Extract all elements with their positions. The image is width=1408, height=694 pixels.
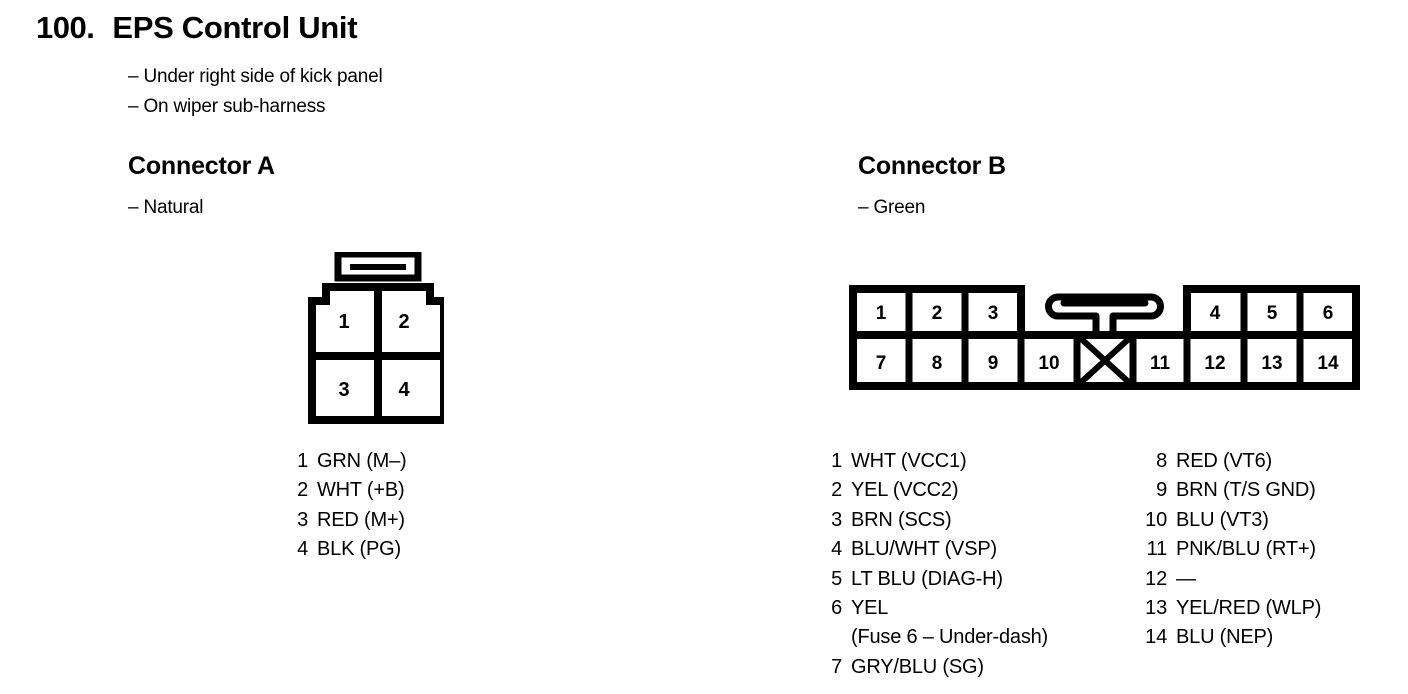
connector-a-cavity-2: 2 <box>398 311 409 333</box>
pin-label: BLU/WHT (VSP) <box>851 538 997 561</box>
pin-label: GRN (M–) <box>317 450 407 472</box>
pin-number: 6 <box>831 597 842 620</box>
connector-b-cavity-11: 11 <box>1150 353 1171 374</box>
pin-number: 10 <box>1145 508 1167 531</box>
connector-b-cavity-9: 9 <box>988 353 999 374</box>
connector-a-pin-list: 1 GRN (M–) 2 WHT (+B) 3 RED (M+) 4 BLK (… <box>296 447 407 565</box>
connector-b-heading: Connector B <box>858 152 1006 180</box>
pin-label-continuation: (Fuse 6 – Under-dash) <box>851 626 1049 649</box>
pin-number: 4 <box>831 538 842 561</box>
pin-label: — <box>1176 567 1196 590</box>
connector-b-cavity-3: 3 <box>988 303 999 324</box>
pin-row: 7 GRY/BLU (SG) <box>830 653 1048 682</box>
pin-label: WHT (+B) <box>317 479 405 502</box>
connector-b-cavity-12: 12 <box>1204 353 1225 374</box>
pin-row: 6 YEL <box>830 594 1048 623</box>
pin-number: 14 <box>1145 626 1167 649</box>
connector-b-cavity-6: 6 <box>1323 303 1334 324</box>
pin-label: RED (M+) <box>317 508 405 531</box>
pin-number: 13 <box>1145 597 1167 620</box>
pin-label: BRN (SCS) <box>851 508 952 531</box>
page-note-1: – Under right side of kick panel <box>128 66 383 87</box>
page-title-text: EPS Control Unit <box>112 10 358 45</box>
connector-b-cavity-2: 2 <box>932 303 943 324</box>
pin-number: 5 <box>831 567 842 590</box>
pin-row: 3 RED (M+) <box>296 506 407 535</box>
connector-a-cavity-4: 4 <box>398 379 410 401</box>
connector-b-cavity-7: 7 <box>876 353 887 374</box>
pin-number: 2 <box>831 479 842 502</box>
page-title: 100. EPS Control Unit <box>36 10 358 46</box>
pin-row: 13 YEL/RED (WLP) <box>1141 594 1321 623</box>
pin-row: 4 BLU/WHT (VSP) <box>830 535 1048 564</box>
connector-a-cavity-3: 3 <box>338 379 349 401</box>
pin-row: 4 BLK (PG) <box>296 535 407 564</box>
pin-number: 3 <box>831 508 842 531</box>
connector-b-cavity-4: 4 <box>1210 303 1221 324</box>
pin-label: BLU (VT3) <box>1176 508 1269 531</box>
connector-b-cavity-1: 1 <box>876 303 887 324</box>
pin-label: YEL <box>851 597 889 620</box>
connector-b-cavity-10: 10 <box>1038 353 1059 374</box>
pin-row: 11 PNK/BLU (RT+) <box>1141 535 1321 564</box>
pin-number: 8 <box>1156 450 1167 472</box>
pin-row: 8 RED (VT6) <box>1141 447 1321 476</box>
pin-row: 14 BLU (NEP) <box>1141 623 1321 652</box>
pin-row: 3 BRN (SCS) <box>830 506 1048 535</box>
connector-a-diagram: 1 2 3 4 <box>300 252 444 424</box>
pin-label: LT BLU (DIAG-H) <box>851 567 1003 590</box>
pin-number: 4 <box>297 538 308 561</box>
connector-a-color-note: – Natural <box>128 197 204 218</box>
pin-label: BRN (T/S GND) <box>1176 479 1316 502</box>
pin-label: GRY/BLU (SG) <box>851 655 984 678</box>
pin-number: 9 <box>1156 479 1167 502</box>
pin-row: 2 WHT (+B) <box>296 476 407 505</box>
page-number: 100. <box>36 10 95 45</box>
connector-b-pin-list-left: 1 WHT (VCC1) 2 YEL (VCC2) 3 BRN (SCS) 4 … <box>830 447 1048 682</box>
pin-label: WHT (VCC1) <box>851 450 967 472</box>
pin-number: 11 <box>1146 538 1168 561</box>
pin-row: 2 YEL (VCC2) <box>830 476 1048 505</box>
pin-number: 1 <box>297 450 308 472</box>
connector-b-cavity-8: 8 <box>932 353 943 374</box>
connector-b-cavity-13: 13 <box>1261 353 1282 374</box>
pin-label: YEL (VCC2) <box>851 479 959 502</box>
pin-label: PNK/BLU (RT+) <box>1176 538 1316 561</box>
pin-label: YEL/RED (WLP) <box>1176 597 1322 620</box>
pin-row: 1 WHT (VCC1) <box>830 447 1048 476</box>
pin-number: 12 <box>1145 567 1167 590</box>
pin-row: 1 GRN (M–) <box>296 447 407 476</box>
pin-label: BLU (NEP) <box>1176 626 1274 649</box>
connector-b-color-note: – Green <box>858 197 926 218</box>
connector-b-cavity-5: 5 <box>1267 303 1278 324</box>
pin-label: BLK (PG) <box>317 538 401 561</box>
pin-number: 2 <box>297 479 308 502</box>
page-note-2: – On wiper sub-harness <box>128 96 326 117</box>
pin-label: RED (VT6) <box>1176 450 1272 472</box>
pin-row: 12 — <box>1141 565 1321 594</box>
pin-row: 10 BLU (VT3) <box>1141 506 1321 535</box>
pin-number: 7 <box>831 655 842 678</box>
pin-number: 3 <box>297 508 308 531</box>
pin-row: 5 LT BLU (DIAG-H) <box>830 565 1048 594</box>
connector-b-pin-list-right: 8 RED (VT6) 9 BRN (T/S GND) 10 BLU (VT3)… <box>1141 447 1321 653</box>
connector-a-heading: Connector A <box>128 152 275 180</box>
connector-a-cavity-1: 1 <box>338 311 349 333</box>
connector-b-diagram: 1 2 3 4 5 6 7 8 9 10 11 12 13 14 <box>845 278 1370 390</box>
connector-b-cavity-14: 14 <box>1317 353 1339 374</box>
pin-row: 9 BRN (T/S GND) <box>1141 476 1321 505</box>
pin-number: 1 <box>831 450 842 472</box>
